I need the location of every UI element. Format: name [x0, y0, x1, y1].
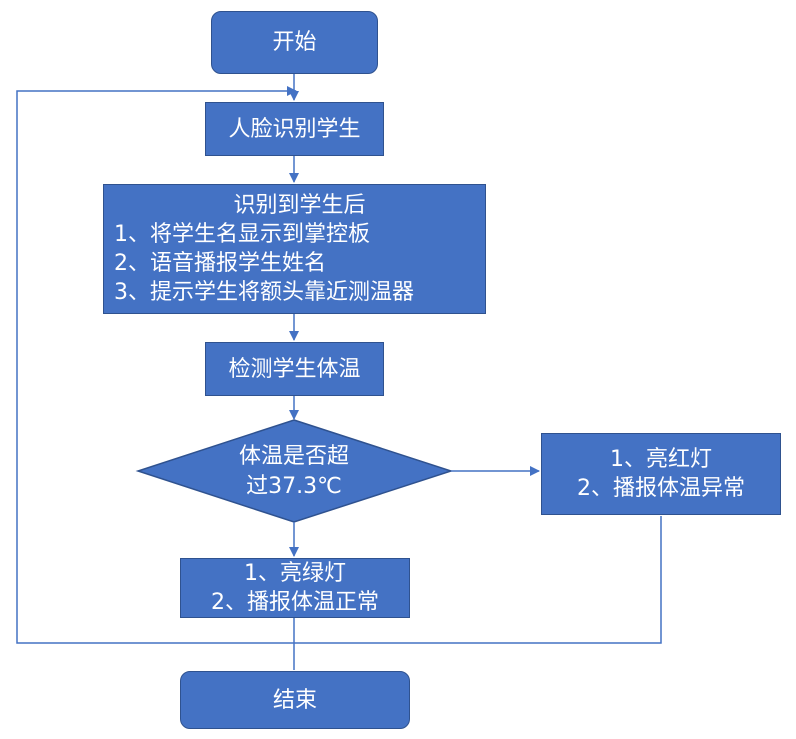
face-recognition-node: 人脸识别学生: [205, 102, 384, 156]
decision-label-line-2: 过37.3℃: [246, 474, 342, 499]
after-recognition-title: 识别到学生后: [233, 193, 366, 218]
connector-abnormal-to-loop: [294, 516, 662, 644]
end-label: 结束: [272, 687, 317, 713]
abnormal-step-2: 2、播报体温异常: [577, 476, 745, 501]
after-recognition-step-2: 2、语音播报学生姓名: [114, 251, 326, 276]
normal-node: 1、亮绿灯 2、播报体温正常: [180, 558, 410, 618]
face-recognition-label: 人脸识别学生: [228, 116, 361, 142]
after-recognition-step-3: 3、提示学生将额头靠近测温器: [114, 280, 414, 305]
abnormal-node: 1、亮红灯 2、播报体温异常: [541, 433, 781, 515]
after-recognition-step-1: 1、将学生名显示到掌控板: [114, 222, 370, 247]
arrow-loop-back-to-recognition: [16, 86, 297, 644]
normal-step-1: 1、亮绿灯: [244, 561, 346, 586]
measure-temperature-label: 检测学生体温: [228, 356, 361, 382]
start-label: 开始: [272, 30, 317, 55]
decision-label-line-1: 体温是否超: [238, 444, 349, 469]
start-node: 开始: [211, 11, 378, 74]
decision-label: 体温是否超 过37.3℃: [194, 441, 394, 503]
abnormal-step-1: 1、亮红灯: [610, 447, 712, 472]
measure-temperature-node: 检测学生体温: [205, 342, 384, 396]
end-node: 结束: [180, 671, 410, 729]
normal-step-2: 2、播报体温正常: [211, 590, 379, 615]
after-recognition-node: 识别到学生后 1、将学生名显示到掌控板 2、语音播报学生姓名 3、提示学生将额头…: [103, 184, 486, 314]
